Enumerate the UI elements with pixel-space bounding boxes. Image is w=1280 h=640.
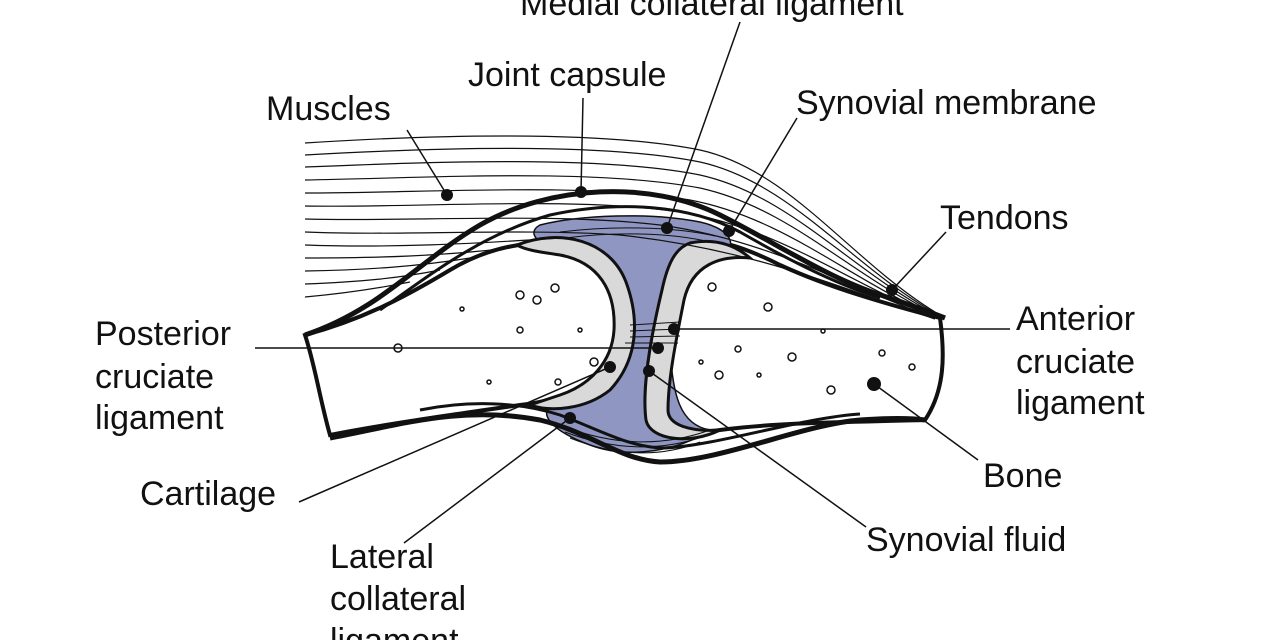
synovial-membrane-bottom [419, 402, 861, 450]
label-tendons: Tendons [940, 199, 1069, 237]
label-anterior-line-3: ligament [1016, 384, 1145, 422]
label-posterior-line-2: cruciate [95, 358, 214, 396]
label-posterior-cruciate-ligament: Posterior cruciate ligament [95, 315, 241, 437]
label-synovial-membrane: Synovial membrane [796, 84, 1096, 122]
label-lateral-line-2: collateral [330, 580, 466, 618]
bone-pores [393, 282, 916, 395]
label-lateral-line-1: Lateral [330, 538, 434, 576]
joint-capsule-bottom [329, 412, 926, 465]
label-synovial-fluid: Synovial fluid [866, 521, 1066, 559]
muscle-fibres [304, 135, 936, 320]
label-joint-capsule: Joint capsule [468, 56, 666, 94]
label-anterior-cruciate-ligament: Anterior cruciate ligament [1016, 300, 1145, 422]
label-lateral-line-3: ligament [330, 622, 459, 640]
label-lateral-collateral-ligament: Lateral collateral ligament [330, 538, 476, 640]
cartilage-right [643, 239, 755, 441]
label-anterior-line-2: cruciate [1016, 343, 1135, 381]
label-medial-collateral-ligament: Medial collateral ligament [520, 0, 904, 23]
leader-lines [255, 21, 1010, 544]
leader-dots [441, 186, 898, 424]
label-posterior-line-3: ligament [95, 399, 224, 437]
label-anterior-line-1: Anterior [1016, 300, 1135, 338]
label-cartilage: Cartilage [140, 475, 276, 513]
label-posterior-line-1: Posterior [95, 315, 231, 353]
label-bone: Bone [983, 457, 1062, 495]
label-muscles: Muscles [266, 90, 391, 128]
